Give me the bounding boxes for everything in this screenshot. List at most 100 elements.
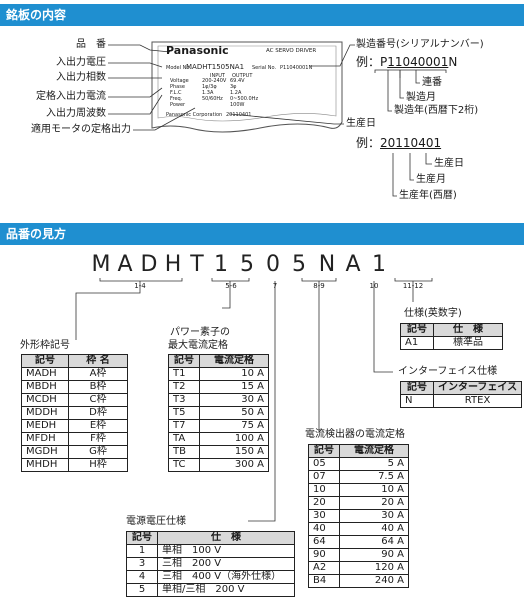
table-cell: H枠 — [68, 458, 128, 472]
table-header-cell: 記号 — [400, 323, 434, 337]
table-cell: 30 A — [339, 509, 409, 523]
plate-output-head: OUTPUT — [232, 73, 253, 79]
plate-phase-in: 1φ/3φ — [202, 84, 217, 90]
table-cell: 64 — [308, 535, 340, 549]
model-code-char: 1 — [214, 252, 228, 277]
table-header-cell: 電流定格 — [339, 444, 409, 458]
date-year-label: 生産年(西暦) — [399, 190, 457, 201]
if-table-caption: インターフェイス仕様 — [398, 366, 498, 377]
plate-freq-label: Freq. — [170, 96, 183, 102]
label-rated-current: 定格入出力電流 — [36, 91, 106, 102]
table-cell: E枠 — [68, 419, 128, 433]
table-cell: 1 — [126, 544, 158, 558]
table-header-cell: 枠 名 — [68, 354, 128, 368]
table-cell: 50 A — [199, 406, 269, 420]
serial-example-suffix: N — [448, 55, 458, 69]
table-cell: B4 — [308, 574, 340, 588]
table-cell: 4 — [126, 570, 158, 584]
label-io-phase: 入出力相数 — [56, 72, 106, 83]
table-cell: C枠 — [68, 393, 128, 407]
table-cell: 40 A — [339, 522, 409, 536]
model-code-char: 5 — [292, 252, 306, 277]
table-cell: 75 A — [199, 419, 269, 433]
plate-model-label: Model No. — [166, 65, 191, 71]
label-motor-rated-output: 適用モータの定格出力 — [31, 124, 131, 135]
plate-phase-label: Phase — [170, 84, 185, 90]
current-table-caption: 電流検出器の電流定格 — [305, 429, 405, 440]
table-cell: MBDH — [21, 380, 69, 394]
plate-power-label: Power — [170, 102, 186, 108]
plate-power-out: 100W — [230, 102, 245, 108]
plate-freq-in: 50/60Hz — [202, 96, 223, 102]
label-io-frequency: 入出力周波数 — [46, 108, 106, 119]
table-cell: 240 A — [339, 574, 409, 588]
model-code-char: A — [117, 252, 133, 277]
model-index-5-6: 5-6 — [225, 282, 237, 290]
plate-flc-out: 1.2A — [230, 90, 242, 96]
table-cell: MDDH — [21, 406, 69, 420]
table-cell: 90 — [308, 548, 340, 562]
table-cell: T1 — [168, 367, 200, 381]
table-cell: 150 A — [199, 445, 269, 459]
table-cell: 20 — [308, 496, 340, 510]
table-cell: G枠 — [68, 445, 128, 459]
plate-model-value: MADHT1505NA1 — [186, 63, 245, 71]
table-cell: F枠 — [68, 432, 128, 446]
label-io-voltage: 入出力電圧 — [56, 57, 106, 68]
table-cell: 20 A — [339, 496, 409, 510]
table-cell: MEDH — [21, 419, 69, 433]
table-header-cell: インターフェイス — [432, 381, 523, 395]
plate-date: 20110401 — [226, 112, 252, 118]
table-cell: A枠 — [68, 367, 128, 381]
table-cell: TA — [168, 432, 200, 446]
table-cell: 単相 100 V — [157, 544, 295, 558]
table-cell: 5 — [126, 583, 158, 597]
table-cell: 07 — [308, 470, 340, 484]
power-table-caption-2: 最大電流定格 — [168, 340, 228, 351]
date-day-label: 生産日 — [434, 158, 464, 169]
table-header-cell: 記号 — [126, 531, 158, 545]
table-cell: 15 A — [199, 380, 269, 394]
table-cell: 5 A — [339, 457, 409, 471]
table-cell: 120 A — [339, 561, 409, 575]
plate-voltage-label: Voltage — [170, 78, 189, 84]
table-cell: B枠 — [68, 380, 128, 394]
serial-example: 例：P11040001N — [356, 56, 457, 68]
table-cell: 10 A — [199, 367, 269, 381]
plate-voltage-out: 69.4V — [230, 78, 245, 84]
model-code-char: 0 — [266, 252, 280, 277]
plate-input-head: INPUT — [210, 73, 225, 79]
table-header-cell: 仕 様 — [433, 323, 503, 337]
table-cell: MGDH — [21, 445, 69, 459]
model-code-char: H — [164, 252, 182, 277]
spec-table-caption: 仕様(英数字) — [404, 308, 462, 319]
date-month-label: 生産月 — [416, 174, 446, 185]
table-cell: 300 A — [199, 458, 269, 472]
serial-seq-label: 連番 — [422, 77, 442, 88]
table-cell: T3 — [168, 393, 200, 407]
table-header-cell: 記号 — [168, 354, 200, 368]
table-cell: TB — [168, 445, 200, 459]
table-cell: N — [400, 394, 434, 408]
table-header-cell: 記号 — [400, 381, 434, 395]
